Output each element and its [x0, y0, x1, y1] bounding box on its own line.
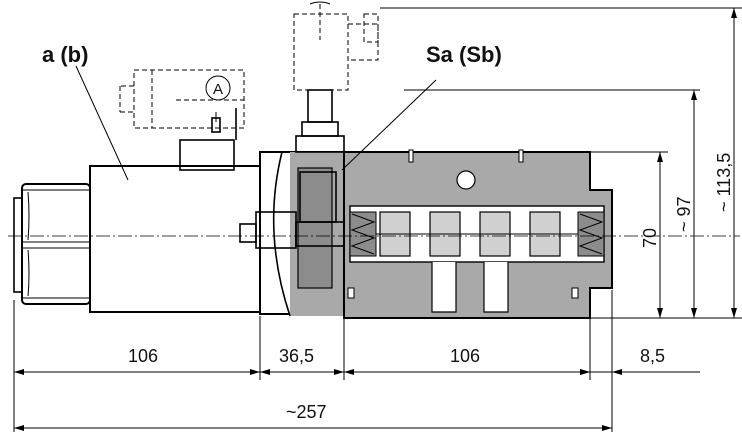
- solenoid-coil: A: [13, 69, 261, 313]
- position-sensor: [293, 1, 379, 223]
- dim-solenoid-length: 106: [128, 346, 158, 366]
- dim-body-height: 70: [640, 228, 660, 248]
- dim-height-113: ~ 113,5: [714, 153, 734, 212]
- dim-height-97: ~ 97: [674, 196, 694, 232]
- dim-overall-length: ~257: [286, 402, 327, 422]
- dim-end-offset: 8,5: [640, 346, 665, 366]
- sensor-label: Sa (Sb): [426, 42, 502, 67]
- sensor-leader: [341, 79, 437, 171]
- dim-body-length: 106: [450, 346, 480, 366]
- connector-marker-label: A: [213, 81, 223, 98]
- vertical-dimensions: [380, 7, 742, 319]
- adapter-section: [239, 151, 351, 317]
- solenoid-label: a (b): [42, 42, 88, 67]
- solenoid-leader: [75, 65, 129, 181]
- horizontal-dimensions: [13, 290, 700, 432]
- dim-adapter-length: 36,5: [279, 346, 314, 366]
- valve-body: [343, 149, 613, 319]
